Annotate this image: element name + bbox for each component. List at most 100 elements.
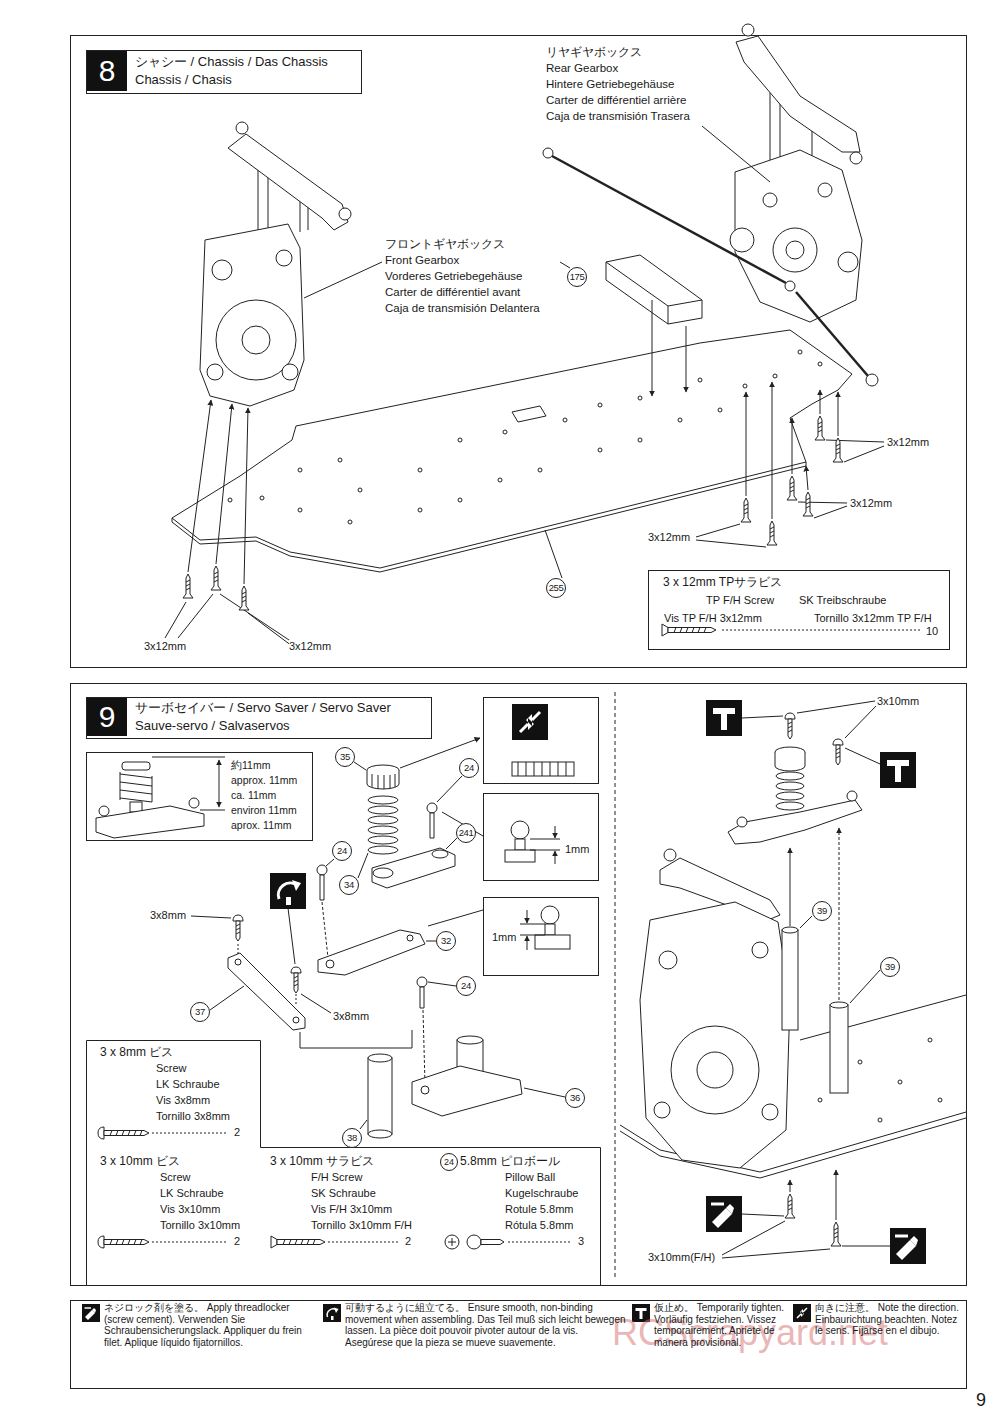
parts-cell: 3 x 10mm サラビス F/H Screw SK SchraubeVis F/H… bbox=[260, 1147, 430, 1285]
part-name: Rótula 5.8mm bbox=[505, 1219, 573, 1232]
part-label: Carter de différentiel arrière bbox=[546, 94, 686, 107]
dimension: 1mm bbox=[565, 843, 589, 856]
dimension: 約11mm bbox=[231, 759, 270, 771]
part-label: Front Gearbox bbox=[385, 254, 459, 267]
screws bbox=[183, 416, 843, 636]
part-name: LK Schraube bbox=[160, 1187, 224, 1200]
part-label: Vorderes Getriebegehäuse bbox=[385, 270, 522, 283]
part-name: Kugelschraube bbox=[505, 1187, 578, 1200]
dimension: ca. 11mm bbox=[231, 789, 276, 801]
quantity: 2 bbox=[234, 1126, 240, 1139]
part-name: Pillow Ball bbox=[505, 1171, 555, 1184]
part-name: SK Schraube bbox=[311, 1187, 376, 1200]
part-label: フロントギヤボックス bbox=[385, 238, 505, 252]
part-name: Tornillo 3x10mm F/H bbox=[311, 1219, 412, 1232]
part-heading: 5.8mm ピロボール bbox=[460, 1155, 560, 1169]
callout-number: 175 bbox=[567, 267, 587, 287]
part-label: Carter de différentiel avant bbox=[385, 286, 520, 299]
part-label: Hintere Getriebegehäuse bbox=[546, 78, 675, 91]
part-heading: 3 x 8mm ビス bbox=[100, 1046, 173, 1060]
parts-cell: 3 x 8mm ビス Screw LK SchraubeVis 3x8mmTorni… bbox=[86, 1040, 260, 1147]
dimension: 3x10mm(F/H) bbox=[648, 1251, 715, 1264]
rear-gearbox bbox=[543, 24, 878, 386]
callout-number: 24 bbox=[332, 841, 352, 861]
page-number: 9 bbox=[976, 1390, 986, 1411]
callout-number: 255 bbox=[546, 578, 566, 598]
part-label: リヤギヤボックス bbox=[546, 46, 642, 60]
part-heading: 3 x 10mm ビス bbox=[100, 1155, 180, 1169]
part-name: Screw bbox=[160, 1171, 191, 1184]
part-name: TP F/H Screw bbox=[706, 594, 774, 607]
step-number: 8 bbox=[87, 51, 127, 91]
quantity: 2 bbox=[234, 1235, 240, 1248]
part-name: F/H Screw bbox=[311, 1171, 362, 1184]
callout-number: 38 bbox=[342, 1128, 362, 1148]
part-175-block bbox=[606, 255, 702, 324]
quantity: 3 bbox=[578, 1235, 584, 1248]
legend-text: 可動するように組立てる。 Ensure smooth, non-binding … bbox=[345, 1302, 627, 1348]
assembly-screws-icons bbox=[706, 700, 926, 1264]
dimension: environ 11mm bbox=[231, 804, 297, 816]
parts-icons bbox=[233, 704, 548, 993]
callout-number: 35 bbox=[335, 747, 355, 767]
callout-number: 24 bbox=[459, 758, 479, 778]
servo-saver-assembly bbox=[620, 701, 966, 1258]
step-title: Sauve-servo / Salvaservos bbox=[135, 719, 290, 734]
callout-number: 37 bbox=[190, 1002, 210, 1022]
dimension: approx. 11mm bbox=[231, 774, 297, 786]
callout-number: 241 bbox=[456, 823, 476, 843]
dimension: 3x12mm bbox=[289, 640, 331, 653]
part-name: Vis 3x10mm bbox=[160, 1203, 220, 1216]
dimension: 3x8mm bbox=[150, 909, 186, 922]
dimension: 3x12mm bbox=[850, 497, 892, 510]
callout-number: 39 bbox=[812, 901, 832, 921]
quantity: 2 bbox=[405, 1235, 411, 1248]
part-heading: 3 x 12mm TPサラビス bbox=[663, 576, 782, 590]
part-heading: 3 x 10mm サラビス bbox=[270, 1155, 374, 1169]
callout-number: 24 bbox=[440, 1153, 458, 1171]
dimension: 3x10mm bbox=[877, 695, 919, 708]
dimension: 3x12mm bbox=[887, 436, 929, 449]
part-name: LK Schraube bbox=[156, 1078, 220, 1091]
part-name: Tornillo 3x8mm bbox=[156, 1110, 230, 1123]
legend-text: ネジロック剤を塗る。 Apply threadlocker (screw cem… bbox=[104, 1302, 316, 1348]
part-name: Tornillo 3x10mm bbox=[160, 1219, 240, 1232]
callout-number: 34 bbox=[339, 875, 359, 895]
legend-text: 仮止め。 Temporarily tighten. Vorläufig fest… bbox=[654, 1302, 792, 1348]
parts-cell: 3 x 10mm ビス Screw LK SchraubeVis 3x10mmTor… bbox=[86, 1147, 260, 1285]
step-title: シャシー / Chassis / Das Chassis bbox=[135, 55, 328, 70]
parts-bag: 3 x 12mm TPサラビス TP F/H Screw SK Treibschra… bbox=[648, 570, 950, 650]
dimension: 3x8mm bbox=[333, 1010, 369, 1023]
step-title: Chassis / Chasis bbox=[135, 73, 232, 88]
part-name: SK Treibschraube bbox=[799, 594, 886, 607]
part-name: Vis TP F/H 3x12mm bbox=[664, 612, 762, 625]
part-name: Vis 3x8mm bbox=[156, 1094, 210, 1107]
callout-number: 39 bbox=[880, 957, 900, 977]
panel-frames bbox=[71, 36, 967, 1389]
legend-text: 向きに注意。 Note the direction. Einbaurichtun… bbox=[815, 1302, 963, 1337]
parts-table-drawings bbox=[98, 1127, 572, 1249]
callout-number: 36 bbox=[565, 1088, 585, 1108]
part-name: Vis F/H 3x10mm bbox=[311, 1203, 392, 1216]
part-label: Caja de transmisión Delantera bbox=[385, 302, 540, 315]
leader-lines bbox=[165, 126, 920, 646]
part-name: Rotule 5.8mm bbox=[505, 1203, 573, 1216]
part-name: Screw bbox=[156, 1062, 187, 1075]
callout-number: 24 bbox=[456, 976, 476, 996]
step-title: サーボセイバー / Servo Saver / Servo Saver bbox=[135, 701, 391, 716]
step-header: 8 シャシー / Chassis / Das ChassisChassis / C… bbox=[86, 50, 362, 94]
callout-number: 32 bbox=[436, 931, 456, 951]
part-label: Caja de transmisión Trasera bbox=[546, 110, 690, 123]
step-number: 9 bbox=[87, 698, 127, 736]
servo-saver-parts bbox=[87, 698, 599, 1139]
part-name: Tornillo 3x12mm TP F/H bbox=[814, 612, 932, 625]
dimension: 1mm bbox=[492, 931, 516, 944]
front-gearbox bbox=[200, 122, 351, 406]
part-label: Rear Gearbox bbox=[546, 62, 618, 75]
dimension: 3x12mm bbox=[648, 531, 690, 544]
dimension: aprox. 11mm bbox=[231, 819, 292, 831]
quantity: 10 bbox=[926, 625, 938, 638]
step-header: 9 サーボセイバー / Servo Saver / Servo SaverSauv… bbox=[86, 697, 432, 739]
parts-cell: 245.8mm ピロボール Pillow BallKugelschraubeRot… bbox=[430, 1147, 600, 1285]
dimension: 3x12mm bbox=[144, 640, 186, 653]
